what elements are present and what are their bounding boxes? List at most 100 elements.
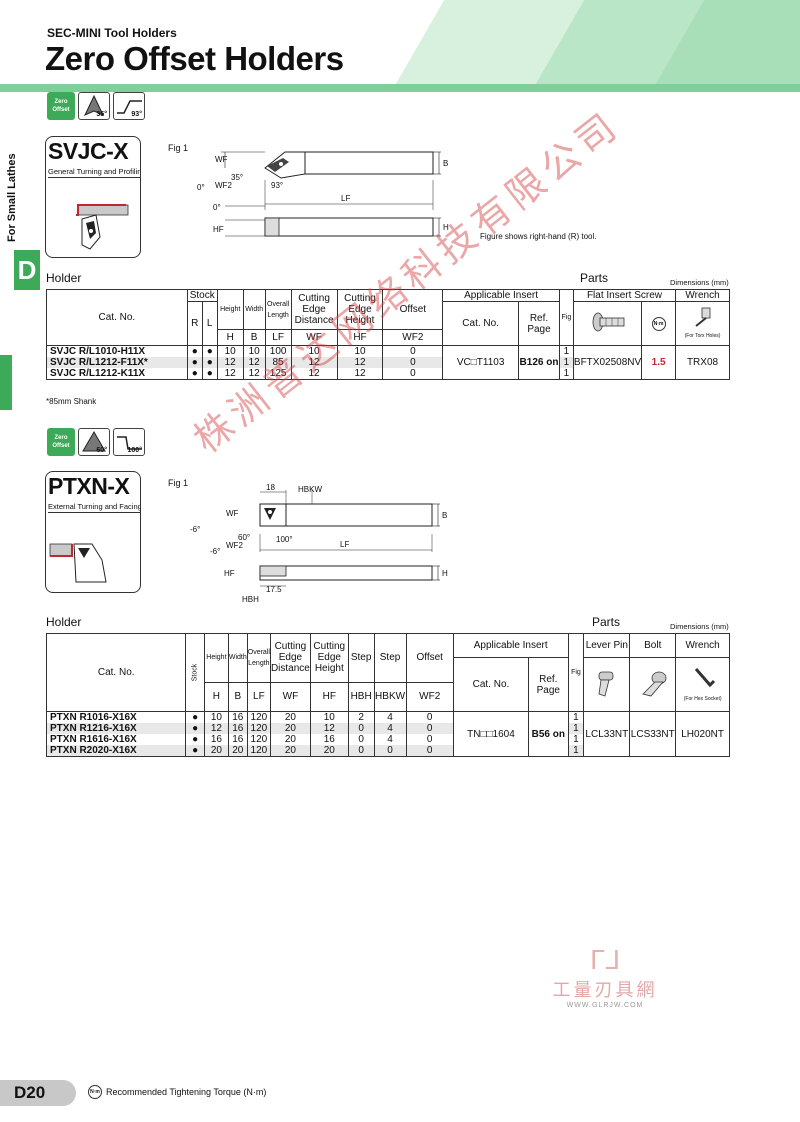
figure-label: Fig 1 — [168, 143, 189, 153]
parts-heading: Parts — [592, 615, 621, 629]
dimensions-note: Dimensions (mm) — [670, 278, 729, 287]
ref-page: B56 on — [528, 711, 569, 757]
product-name: SVJC-X — [48, 138, 129, 164]
footer-note-text: Recommended Tightening Torque (N·m) — [106, 1087, 267, 1097]
svg-text:HBKW: HBKW — [298, 485, 322, 494]
col-overall-length: Overall Length — [264, 288, 292, 331]
lever-pin-icon — [598, 671, 614, 697]
svg-text:0°: 0° — [213, 203, 221, 212]
svg-text:LF: LF — [341, 194, 350, 203]
svg-text:HF: HF — [213, 225, 224, 234]
col-cat-no: Cat. No. — [46, 289, 188, 346]
insert-cat-no: TN□□1604 — [452, 711, 530, 757]
svg-text:17.5: 17.5 — [266, 585, 282, 594]
col-cutting-edge-distance: Cutting Edge Distance — [290, 288, 338, 331]
col-insert-cat-no: Cat. No. — [442, 301, 520, 346]
col-b: B — [227, 681, 248, 713]
wrench-image: (For Torx Holes) — [675, 301, 730, 346]
torx-note: (For Torx Holes) — [684, 332, 721, 339]
svg-text:B: B — [442, 511, 447, 520]
svg-text:100°: 100° — [276, 535, 293, 544]
holder-heading: Holder — [46, 615, 82, 629]
col-wf: WF — [269, 681, 311, 713]
svg-text:B: B — [443, 159, 448, 168]
svg-text:WF: WF — [226, 509, 239, 518]
col-wf: WF — [290, 329, 338, 346]
page-number: D20 — [0, 1080, 76, 1106]
ref-page: B126 on — [518, 345, 560, 380]
product-name: PTXN-X — [48, 473, 130, 499]
logo-text: 工量刃具網 — [552, 980, 658, 1000]
insert-shape-icon: 60° — [78, 428, 110, 456]
col-applicable-insert: Applicable Insert — [442, 289, 560, 302]
col-stock: Stock — [186, 289, 218, 302]
col-b: B — [242, 329, 266, 346]
insert-cat-no: VC□T1103 — [442, 345, 520, 380]
logo-url: WWW.GLRJW.COM — [566, 1002, 644, 1009]
watermark-logo: ᒥᒧ 工量刃具網 WWW.GLRJW.COM — [535, 945, 675, 1009]
side-marker — [0, 355, 12, 410]
page-subtitle: SEC-MINI Tool Holders — [47, 26, 177, 40]
screw-image — [572, 301, 643, 346]
footer-note: N·m Recommended Tightening Torque (N·m) — [88, 1085, 266, 1099]
svg-text:WF2: WF2 — [226, 541, 243, 550]
col-overall-length: Overall Length — [246, 633, 271, 683]
col-offset: Offset — [382, 288, 444, 331]
svg-text:18: 18 — [266, 483, 275, 492]
col-h: H — [216, 329, 244, 346]
col-stock: Stock — [185, 633, 205, 712]
watermark-text: 株洲普达网络科技有限公司 — [186, 103, 629, 462]
shank-note: *85mm Shank — [46, 397, 97, 406]
wrench-cat-no: LH020NT — [675, 711, 730, 757]
svg-text:0°: 0° — [197, 183, 205, 192]
holder-heading: Holder — [46, 271, 82, 285]
col-l: L — [201, 301, 218, 346]
table-row: PTXN R2020-X16X ● 20 20 120 20 20 0 0 0 … — [45, 745, 730, 757]
wrench-image: (For Hex Socket) — [675, 657, 730, 712]
bolt-icon — [641, 671, 667, 697]
col-ref-page: Ref. Page — [518, 301, 560, 346]
svjc-holder-table: Cat. No. Stock Height Width Overall Leng… — [46, 288, 730, 380]
col-lf: LF — [246, 681, 271, 713]
table-row: SVJC R/L1212-F11X* ● ● 12 12 85 12 12 0 … — [46, 357, 730, 368]
table-row: PTXN R1016-X16X ● 10 16 120 20 10 2 4 0 … — [45, 711, 730, 757]
approach-angle-icon: 100° — [113, 428, 145, 456]
col-width: Width — [227, 633, 248, 683]
bolt-cat-no: LCS33NT — [629, 711, 677, 757]
torque-value: 1.5 — [641, 345, 677, 380]
approach-angle-icon: 93° — [113, 92, 145, 120]
screw-icon — [592, 312, 624, 332]
application-illustration — [49, 543, 107, 583]
side-tab-letter: D — [14, 250, 40, 290]
col-height: Height — [216, 288, 244, 331]
col-hf: HF — [309, 681, 349, 713]
svg-text:H: H — [442, 569, 448, 578]
torx-wrench-icon — [694, 307, 710, 327]
col-wf2: WF2 — [405, 681, 454, 713]
table-row: PTXN R1616-X16X ● 16 16 120 20 16 0 4 0 … — [45, 734, 730, 745]
col-cutting-edge-distance: Cutting Edge Distance — [269, 633, 311, 683]
svg-text:35°: 35° — [231, 173, 243, 182]
svg-text:-6°: -6° — [190, 525, 200, 534]
wrench-cat-no: TRX08 — [675, 345, 730, 380]
svg-text:WF2: WF2 — [215, 181, 232, 190]
zero-offset-badge: Zero Offset — [47, 428, 75, 456]
col-cutting-edge-height: Cutting Edge Height — [309, 633, 349, 683]
svg-text:HF: HF — [224, 569, 235, 578]
col-step-hbh: Step — [347, 633, 375, 683]
zero-offset-badge: Zero Offset — [47, 92, 75, 120]
svg-text:-6°: -6° — [210, 547, 220, 556]
torque-icon: N·m — [88, 1085, 102, 1099]
figure-label: Fig 1 — [168, 478, 189, 488]
col-lf: LF — [264, 329, 292, 346]
product-panel-svjc: SVJC-X General Turning and Profiling — [45, 136, 141, 258]
hex-wrench-icon — [694, 667, 715, 687]
svg-text:LF: LF — [340, 540, 349, 549]
svg-text:HBH: HBH — [242, 595, 259, 604]
col-wrench: Wrench — [675, 633, 730, 658]
col-step-hbkw: Step — [373, 633, 407, 683]
col-ref-page: Ref. Page — [528, 657, 569, 712]
col-insert-cat-no: Cat. No. — [452, 657, 530, 712]
table-row: PTXN R1216-X16X ● 12 16 120 20 12 0 4 0 … — [45, 723, 730, 734]
logo-icon: ᒥᒧ — [589, 945, 621, 975]
